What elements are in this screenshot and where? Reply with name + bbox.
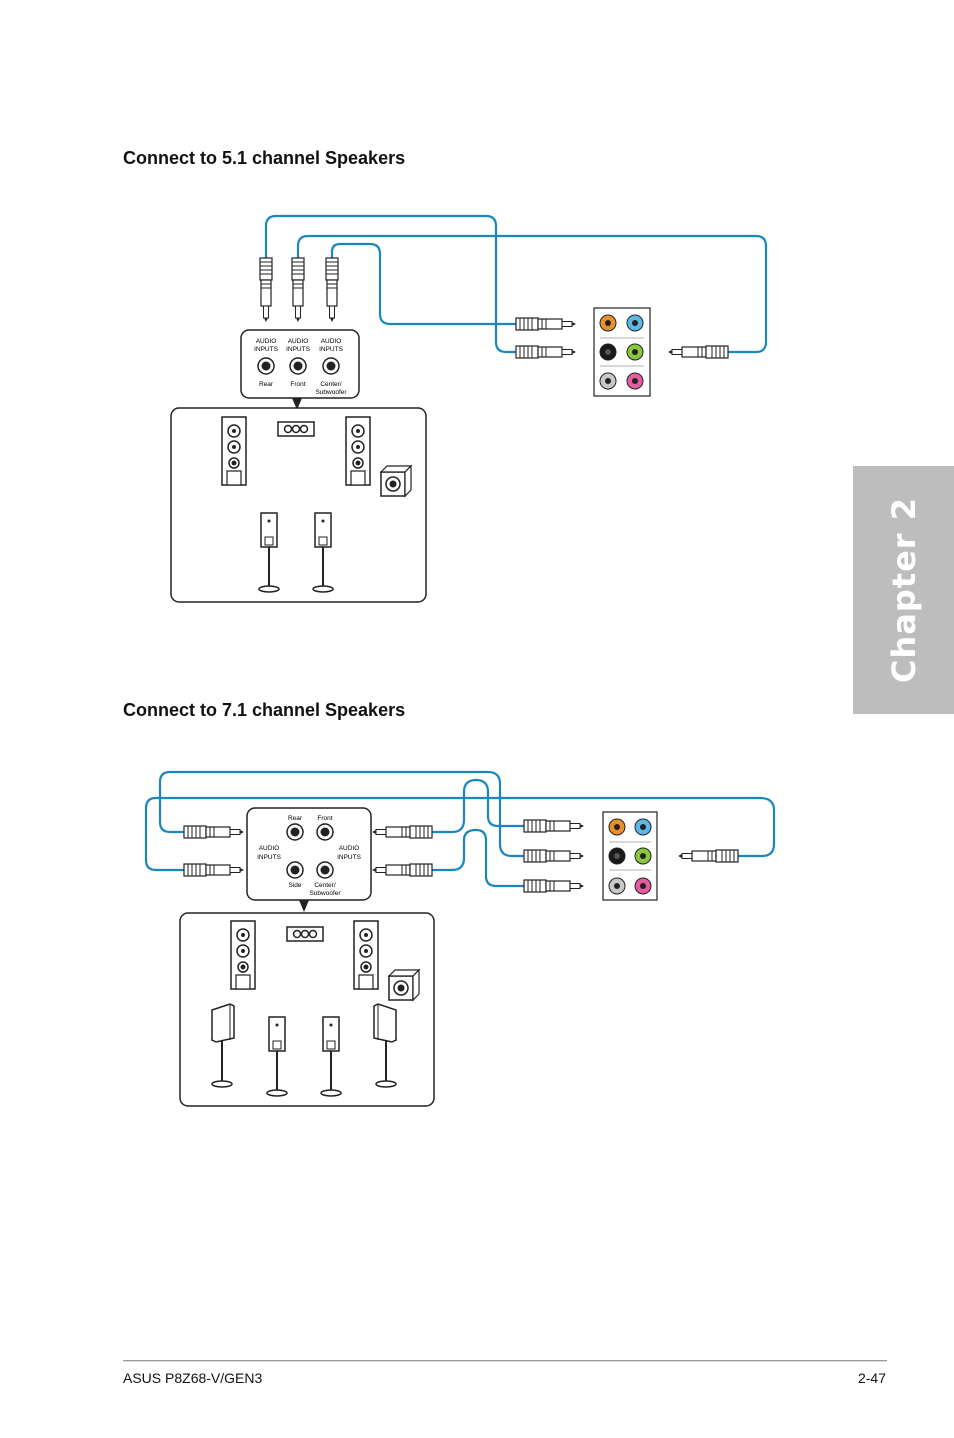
front-right-speaker-icon: [345, 416, 371, 486]
plug-center-subwoofer: [325, 257, 339, 323]
jack-label-audio: AUDIO: [256, 338, 277, 345]
jack-label-rear: Rear: [288, 815, 303, 822]
jack-label-inputs: INPUTS: [319, 346, 344, 353]
diagram-7-1-speakers: Rear Front AUDIO INPUTS AUDIO INPUTS Sid…: [144, 770, 776, 1107]
plug-side: [183, 863, 245, 877]
plug-to-orange-jack: [515, 317, 577, 331]
speaker-layout-5-1: [170, 407, 427, 603]
center-speaker-icon: [286, 926, 324, 942]
plug-to-gray-jack: [523, 879, 585, 893]
cables: [144, 770, 776, 888]
front-right-speaker-icon: [353, 920, 379, 990]
plug-to-green-jack: [677, 849, 739, 863]
front-left-speaker-icon: [221, 416, 247, 486]
cables: [264, 214, 768, 354]
plug-front: [291, 257, 305, 323]
plug-center-subwoofer: [371, 863, 433, 877]
plug-to-green-jack: [667, 345, 729, 359]
side-right-speaker-icon: [373, 1003, 397, 1088]
jack-label-inputs: INPUTS: [254, 346, 279, 353]
footer-product-name: ASUS P8Z68-V/GEN3: [123, 1370, 263, 1386]
side-left-speaker-icon: [211, 1003, 235, 1088]
receiver-panel-5-1: AUDIO INPUTS AUDIO INPUTS AUDIO INPUTS R…: [240, 329, 360, 410]
section-heading-5-1: Connect to 5.1 channel Speakers: [123, 148, 406, 168]
speaker-layout-7-1: [179, 912, 435, 1107]
jack-label-center: Center/: [314, 882, 336, 889]
plug-to-black-jack: [515, 345, 577, 359]
jack-label-side: Side: [288, 882, 301, 889]
jack-label-inputs: INPUTS: [286, 346, 311, 353]
subwoofer-icon: [388, 969, 420, 1001]
jack-label-audio: AUDIO: [259, 845, 280, 852]
jack-label-audio: AUDIO: [339, 845, 360, 852]
jack-label-center: Center/: [320, 381, 342, 388]
jack-label-audio: AUDIO: [321, 338, 342, 345]
motherboard-audio-panel: [593, 307, 651, 397]
jack-label-inputs: INPUTS: [257, 854, 282, 861]
jack-label-audio: AUDIO: [288, 338, 309, 345]
footer-divider: [123, 1360, 887, 1362]
jack-label-inputs: INPUTS: [337, 854, 362, 861]
jack-label-subwoofer: Subwoofer: [309, 890, 341, 897]
section-heading-7-1: Connect to 7.1 channel Speakers: [123, 700, 406, 720]
plug-front: [371, 825, 433, 839]
diagram-5-1-speakers: AUDIO INPUTS AUDIO INPUTS AUDIO INPUTS R…: [170, 214, 768, 603]
jack-label-front: Front: [290, 381, 305, 388]
plug-rear: [259, 257, 273, 323]
motherboard-audio-panel: [602, 811, 658, 901]
front-left-speaker-icon: [230, 920, 256, 990]
receiver-panel-7-1: Rear Front AUDIO INPUTS AUDIO INPUTS Sid…: [246, 807, 372, 912]
chapter-tab: Chapter 2: [853, 466, 954, 714]
center-speaker-icon: [277, 421, 315, 437]
chapter-tab-label: Chapter 2: [884, 497, 923, 683]
footer-page-number: 2-47: [857, 1370, 886, 1386]
plug-to-orange-jack: [523, 819, 585, 833]
jack-label-front: Front: [317, 815, 332, 822]
plug-to-black-jack: [523, 849, 585, 863]
subwoofer-icon: [380, 465, 412, 497]
jack-label-subwoofer: Subwoofer: [315, 389, 347, 396]
plug-rear: [183, 825, 245, 839]
jack-label-rear: Rear: [259, 381, 274, 388]
